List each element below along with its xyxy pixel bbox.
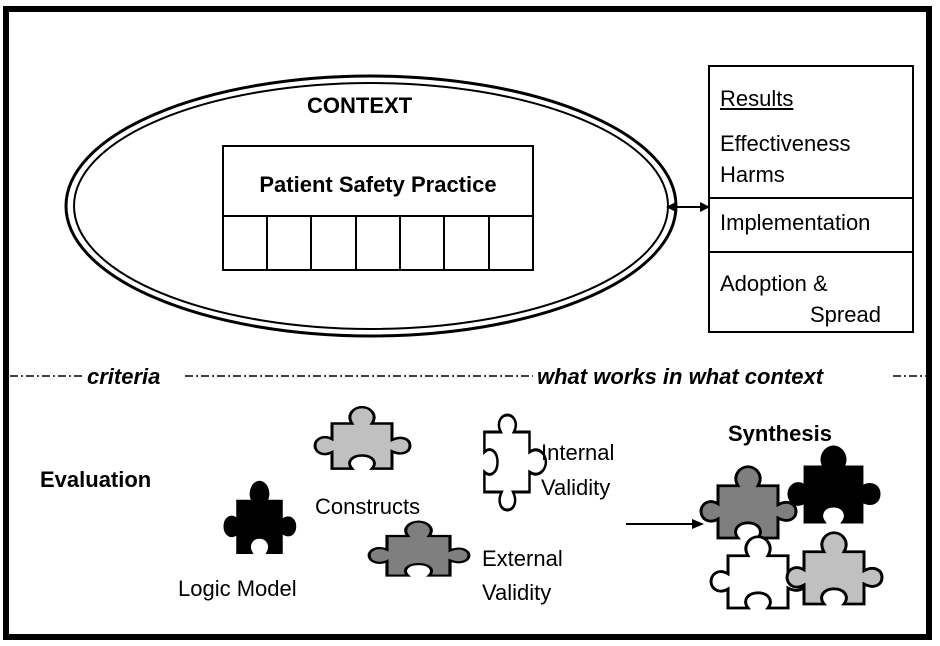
divider-criteria-label: criteria <box>87 364 161 389</box>
results-effectiveness: Effectiveness <box>720 131 851 156</box>
synthesis-puzzle-icon <box>699 445 884 610</box>
internal-validity-puzzle-icon <box>482 413 548 512</box>
external-validity-label-1: External <box>482 546 563 571</box>
evaluation-label: Evaluation <box>40 467 152 492</box>
internal-validity-label-2: Validity <box>541 475 611 500</box>
practice-box <box>222 145 534 271</box>
logic-model-label: Logic Model <box>178 576 297 601</box>
external-validity-label-2: Validity <box>482 580 552 605</box>
results-harms: Harms <box>720 162 785 187</box>
internal-validity-label-1: Internal <box>541 440 615 465</box>
practice-cells <box>266 216 490 270</box>
results-implementation: Implementation <box>720 210 871 235</box>
external-validity-puzzle-icon <box>367 520 471 578</box>
synthesis-label: Synthesis <box>728 421 832 446</box>
synthesis-arrow <box>626 519 704 529</box>
results-heading: Results <box>720 86 794 111</box>
diagram-frame <box>3 6 932 640</box>
logic-model-puzzle-icon <box>223 480 297 554</box>
divider-context-label: what works in what context <box>537 364 824 389</box>
context-title: CONTEXT <box>307 93 413 118</box>
constructs-puzzle-icon <box>313 405 412 471</box>
practice-label: Patient Safety Practice <box>259 172 497 197</box>
results-adoption: Adoption & <box>720 271 828 296</box>
context-results-arrow <box>666 202 710 212</box>
results-spread: Spread <box>810 302 881 327</box>
constructs-label: Constructs <box>315 494 421 519</box>
